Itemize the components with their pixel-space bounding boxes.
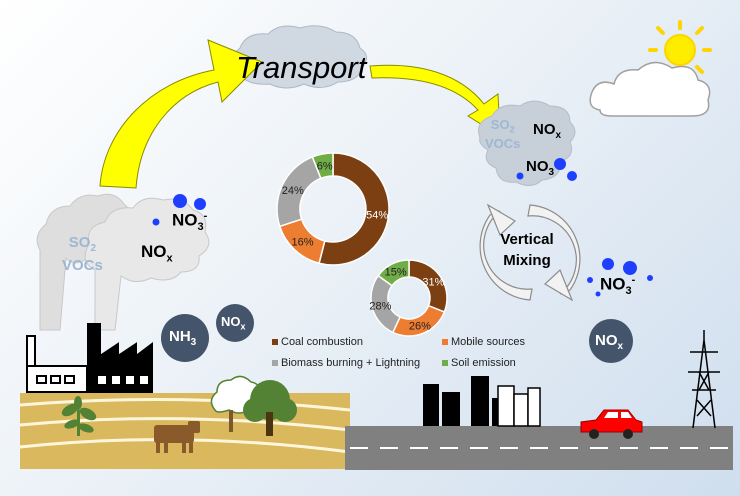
road xyxy=(345,426,733,470)
nox-badge-far xyxy=(589,319,633,363)
legend-item-biomass: Biomass burning + Lightning xyxy=(272,357,420,369)
donut-large-slice-3 xyxy=(311,152,334,180)
donut-large-label-0: 54% xyxy=(366,210,388,222)
no3-left-label: NO3- xyxy=(172,210,208,234)
donut-small-label-3: 15% xyxy=(385,267,407,279)
donut-chart-small: 31% 26% 28% 15% xyxy=(369,259,448,337)
nox-far-label: NOx xyxy=(595,332,624,352)
legend-item-soil: Soil emission xyxy=(442,357,516,369)
car-icon xyxy=(580,409,643,439)
vertical-mixing-arrows xyxy=(479,203,581,302)
nox-badge-small xyxy=(216,304,254,342)
transport-cloud xyxy=(232,25,367,89)
white-cloud xyxy=(589,61,711,117)
smoke-cloud-left xyxy=(36,193,210,331)
factory-icon xyxy=(26,323,153,393)
donut-large-label-2: 24% xyxy=(282,185,304,197)
donut-small-label-1: 26% xyxy=(409,320,431,332)
plant-icon xyxy=(61,396,97,436)
nitrate-particles xyxy=(152,158,653,297)
nox-right-label: NOx xyxy=(533,121,562,141)
transport-label: Transport xyxy=(236,50,367,85)
nh3-label: NH3 xyxy=(169,328,197,348)
vertical-mixing-label: Vertical Mixing xyxy=(500,231,554,269)
tree-icon xyxy=(210,375,297,436)
so2-vocs-right-label: SO2 VOCs xyxy=(485,117,521,151)
legend-item-mobile: Mobile sources xyxy=(442,336,525,348)
donut-small-slice-3 xyxy=(377,259,410,287)
sun-icon xyxy=(648,20,712,80)
donut-small-label-2: 28% xyxy=(369,300,391,312)
donut-small-label-0: 31% xyxy=(422,276,444,288)
nox-left-label: NOx xyxy=(141,242,173,265)
nox-small-label: NOx xyxy=(221,314,246,332)
city-buildings-icon xyxy=(423,376,541,427)
donut-large-slice-0 xyxy=(318,152,390,266)
donut-chart-large: 54% 16% 24% 6% xyxy=(276,152,390,266)
transport-arrow-up xyxy=(99,39,263,189)
smoke-cloud-right xyxy=(478,100,576,186)
no3-far-label: NO3- xyxy=(600,274,636,298)
no3-right-label: NO3 xyxy=(526,158,555,178)
so2-vocs-left-label: SO2 VOCs xyxy=(62,234,103,274)
power-tower-icon xyxy=(688,330,720,429)
donut-large-label-1: 16% xyxy=(292,236,314,248)
cow-icon xyxy=(154,421,200,453)
legend-item-coal: Coal combustion xyxy=(272,336,363,348)
nh3-badge xyxy=(161,314,209,362)
donut-large-label-3: 6% xyxy=(317,160,333,172)
